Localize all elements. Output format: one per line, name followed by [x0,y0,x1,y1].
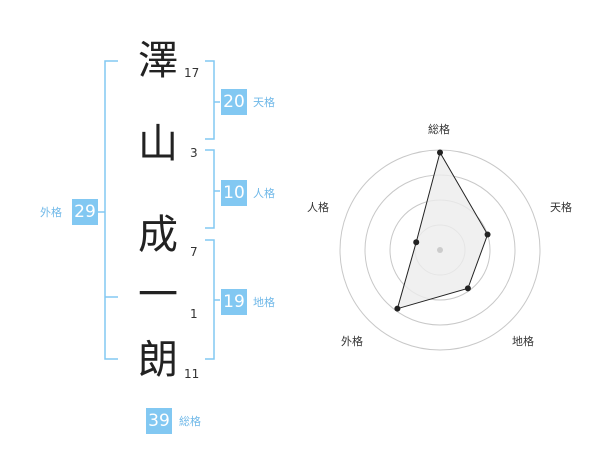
radar-center-point [437,247,443,253]
radar-point-2 [484,231,491,238]
radar-axis-label-chikaku: 地格 [512,335,534,348]
name-char-3: 成 [138,212,178,258]
gaikaku-label: 外格 [40,206,62,219]
outer-bracket [104,60,118,360]
name-char-2: 山 [138,121,178,167]
soukaku-label: 総格 [179,415,201,428]
stroke-count-1: 17 [184,66,200,80]
radar-axis-label-gaikaku: 外格 [341,335,363,348]
jinkaku-label: 人格 [253,187,275,200]
soukaku-value: 39 [146,408,172,434]
radar-axis-label-tenkaku: 天格 [550,201,572,214]
stroke-count-4: 1 [190,307,198,321]
tenkaku-value: 20 [221,89,247,115]
stroke-count-3: 7 [190,245,198,259]
radar-axis-label-jinkaku: 人格 [307,201,329,214]
name-char-4: 一 [138,272,178,318]
tenkaku-bracket [205,60,215,140]
radar-point-1 [437,149,443,156]
radar-series-polygon [396,151,489,310]
chikaku-value: 19 [221,289,247,315]
chikaku-label: 地格 [253,296,275,309]
radar-axis-label-soukaku: 総格 [428,123,450,136]
gaikaku-value: 29 [72,199,98,225]
radar-point-5 [413,239,420,246]
radar-point-3 [464,285,471,292]
name-char-1: 澤 [138,38,178,84]
stroke-count-5: 11 [184,367,200,381]
jinkaku-value: 10 [221,180,247,206]
jinkaku-bracket [205,149,215,229]
tenkaku-label: 天格 [253,96,275,109]
name-char-5: 朗 [138,337,178,383]
stroke-count-2: 3 [190,146,198,160]
radar-point-4 [394,305,401,312]
